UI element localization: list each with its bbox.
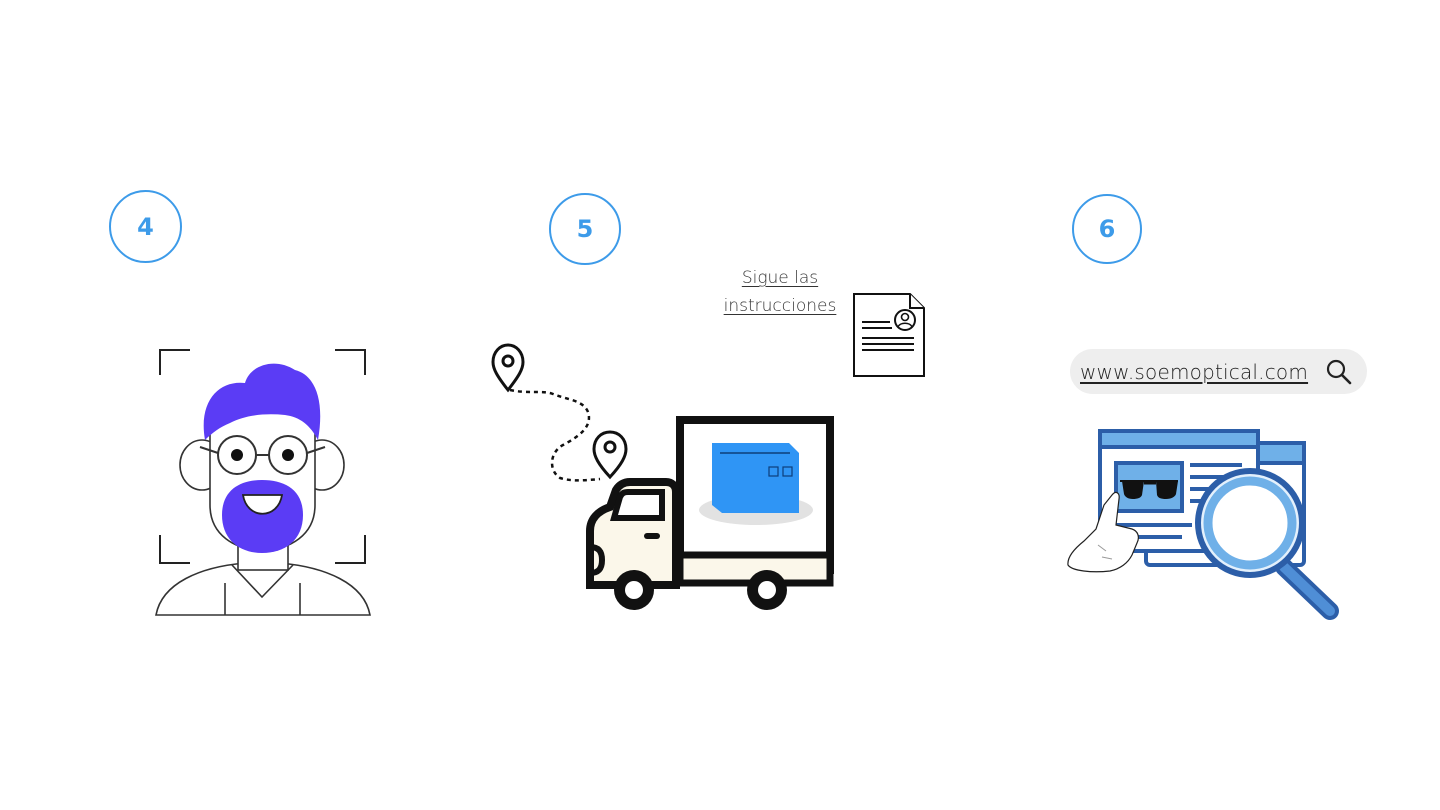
instructions-text: Sigue las instrucciones — [700, 264, 860, 320]
step-badge-4: 4 — [109, 190, 182, 263]
pointing-hand-icon — [1067, 491, 1139, 573]
instructions-line-2: instrucciones — [723, 296, 837, 316]
eyeglasses-icon — [1114, 461, 1184, 513]
browser-magnifier-icon — [1067, 429, 1339, 620]
step-badge-6: 6 — [1072, 194, 1142, 264]
website-search-bar[interactable]: www.soemoptical.com — [1070, 349, 1367, 394]
delivery-truck-icon — [586, 416, 834, 610]
instructions-line-1: Sigue las — [741, 268, 819, 288]
document-icon — [853, 293, 925, 377]
website-url[interactable]: www.soemoptical.com — [1080, 359, 1309, 384]
search-icon[interactable] — [1325, 358, 1353, 386]
face-scan-avatar-icon — [155, 349, 371, 616]
location-pin-icon — [491, 343, 628, 482]
step-badge-5: 5 — [549, 193, 621, 265]
